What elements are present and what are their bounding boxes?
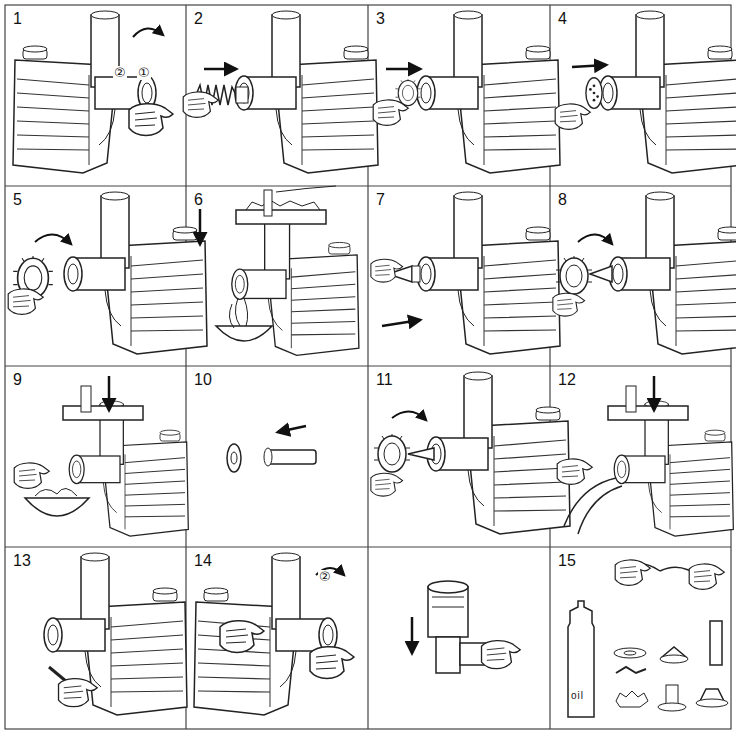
panel-number: 1 <box>11 10 24 28</box>
bottle-label: oil <box>570 690 585 701</box>
panel-number: 8 <box>556 191 569 209</box>
panel-number: 4 <box>556 10 569 28</box>
callout-number: ② <box>318 570 332 584</box>
panel-number: 2 <box>192 10 205 28</box>
callout-number: ① <box>137 66 151 80</box>
panel-number: 14 <box>192 552 214 570</box>
panel-number: 13 <box>11 552 33 570</box>
panel-number: 11 <box>374 371 395 389</box>
panel-number: 7 <box>374 191 387 209</box>
panel-number: 6 <box>192 191 205 209</box>
panel-number: 15 <box>556 552 578 570</box>
panel-number: 3 <box>374 10 387 28</box>
panel-number: 5 <box>11 191 24 209</box>
panel-number: 9 <box>11 371 24 389</box>
panel-number: 12 <box>556 371 578 389</box>
callout-number: ② <box>113 66 127 80</box>
panel-number: 10 <box>192 371 214 389</box>
